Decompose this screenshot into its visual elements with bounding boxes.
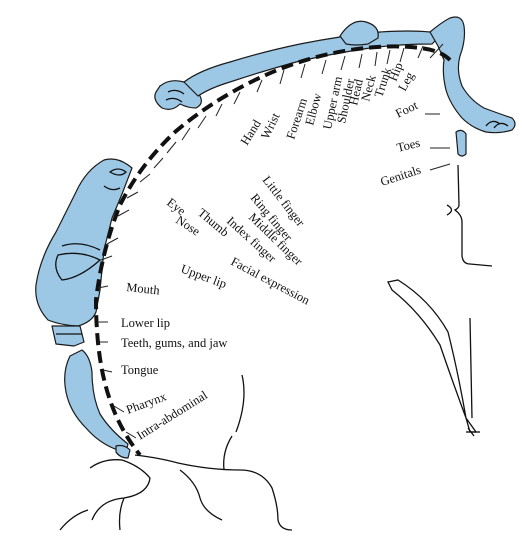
- leg-shape: [429, 16, 516, 134]
- tongue-shape: [64, 349, 129, 453]
- label-teeth-gums-jaw: Teeth, gums, and jaw: [121, 336, 227, 350]
- face-shape: [35, 158, 133, 327]
- upper-head-shape: [339, 20, 379, 46]
- label-head: Head: [346, 77, 366, 107]
- label-mouth: Mouth: [126, 280, 161, 297]
- leader-lines: [97, 43, 451, 439]
- cortex-outline: [387, 164, 493, 437]
- homunculus-body: [35, 16, 516, 459]
- toes-detail: [485, 120, 509, 129]
- label-toes: Toes: [395, 136, 421, 155]
- jaw-shape: [51, 325, 85, 347]
- label-genitals: Genitals: [379, 163, 423, 189]
- mouth-detail: [55, 252, 102, 281]
- label-foot: Foot: [393, 98, 420, 121]
- label-hip: Hip: [386, 60, 406, 83]
- labels: Leg Hip Trunk Neck Head Shoulder Upper a…: [121, 60, 423, 442]
- label-upper-lip: Upper lip: [179, 262, 228, 291]
- label-lower-lip: Lower lip: [121, 316, 170, 330]
- brain-base-outline: [59, 374, 293, 531]
- label-neck: Neck: [358, 73, 379, 103]
- label-tongue: Tongue: [121, 363, 159, 377]
- genitals-shape: [455, 129, 467, 157]
- eye-detail: [108, 168, 127, 176]
- cortex-dashed-strip: [93, 44, 452, 457]
